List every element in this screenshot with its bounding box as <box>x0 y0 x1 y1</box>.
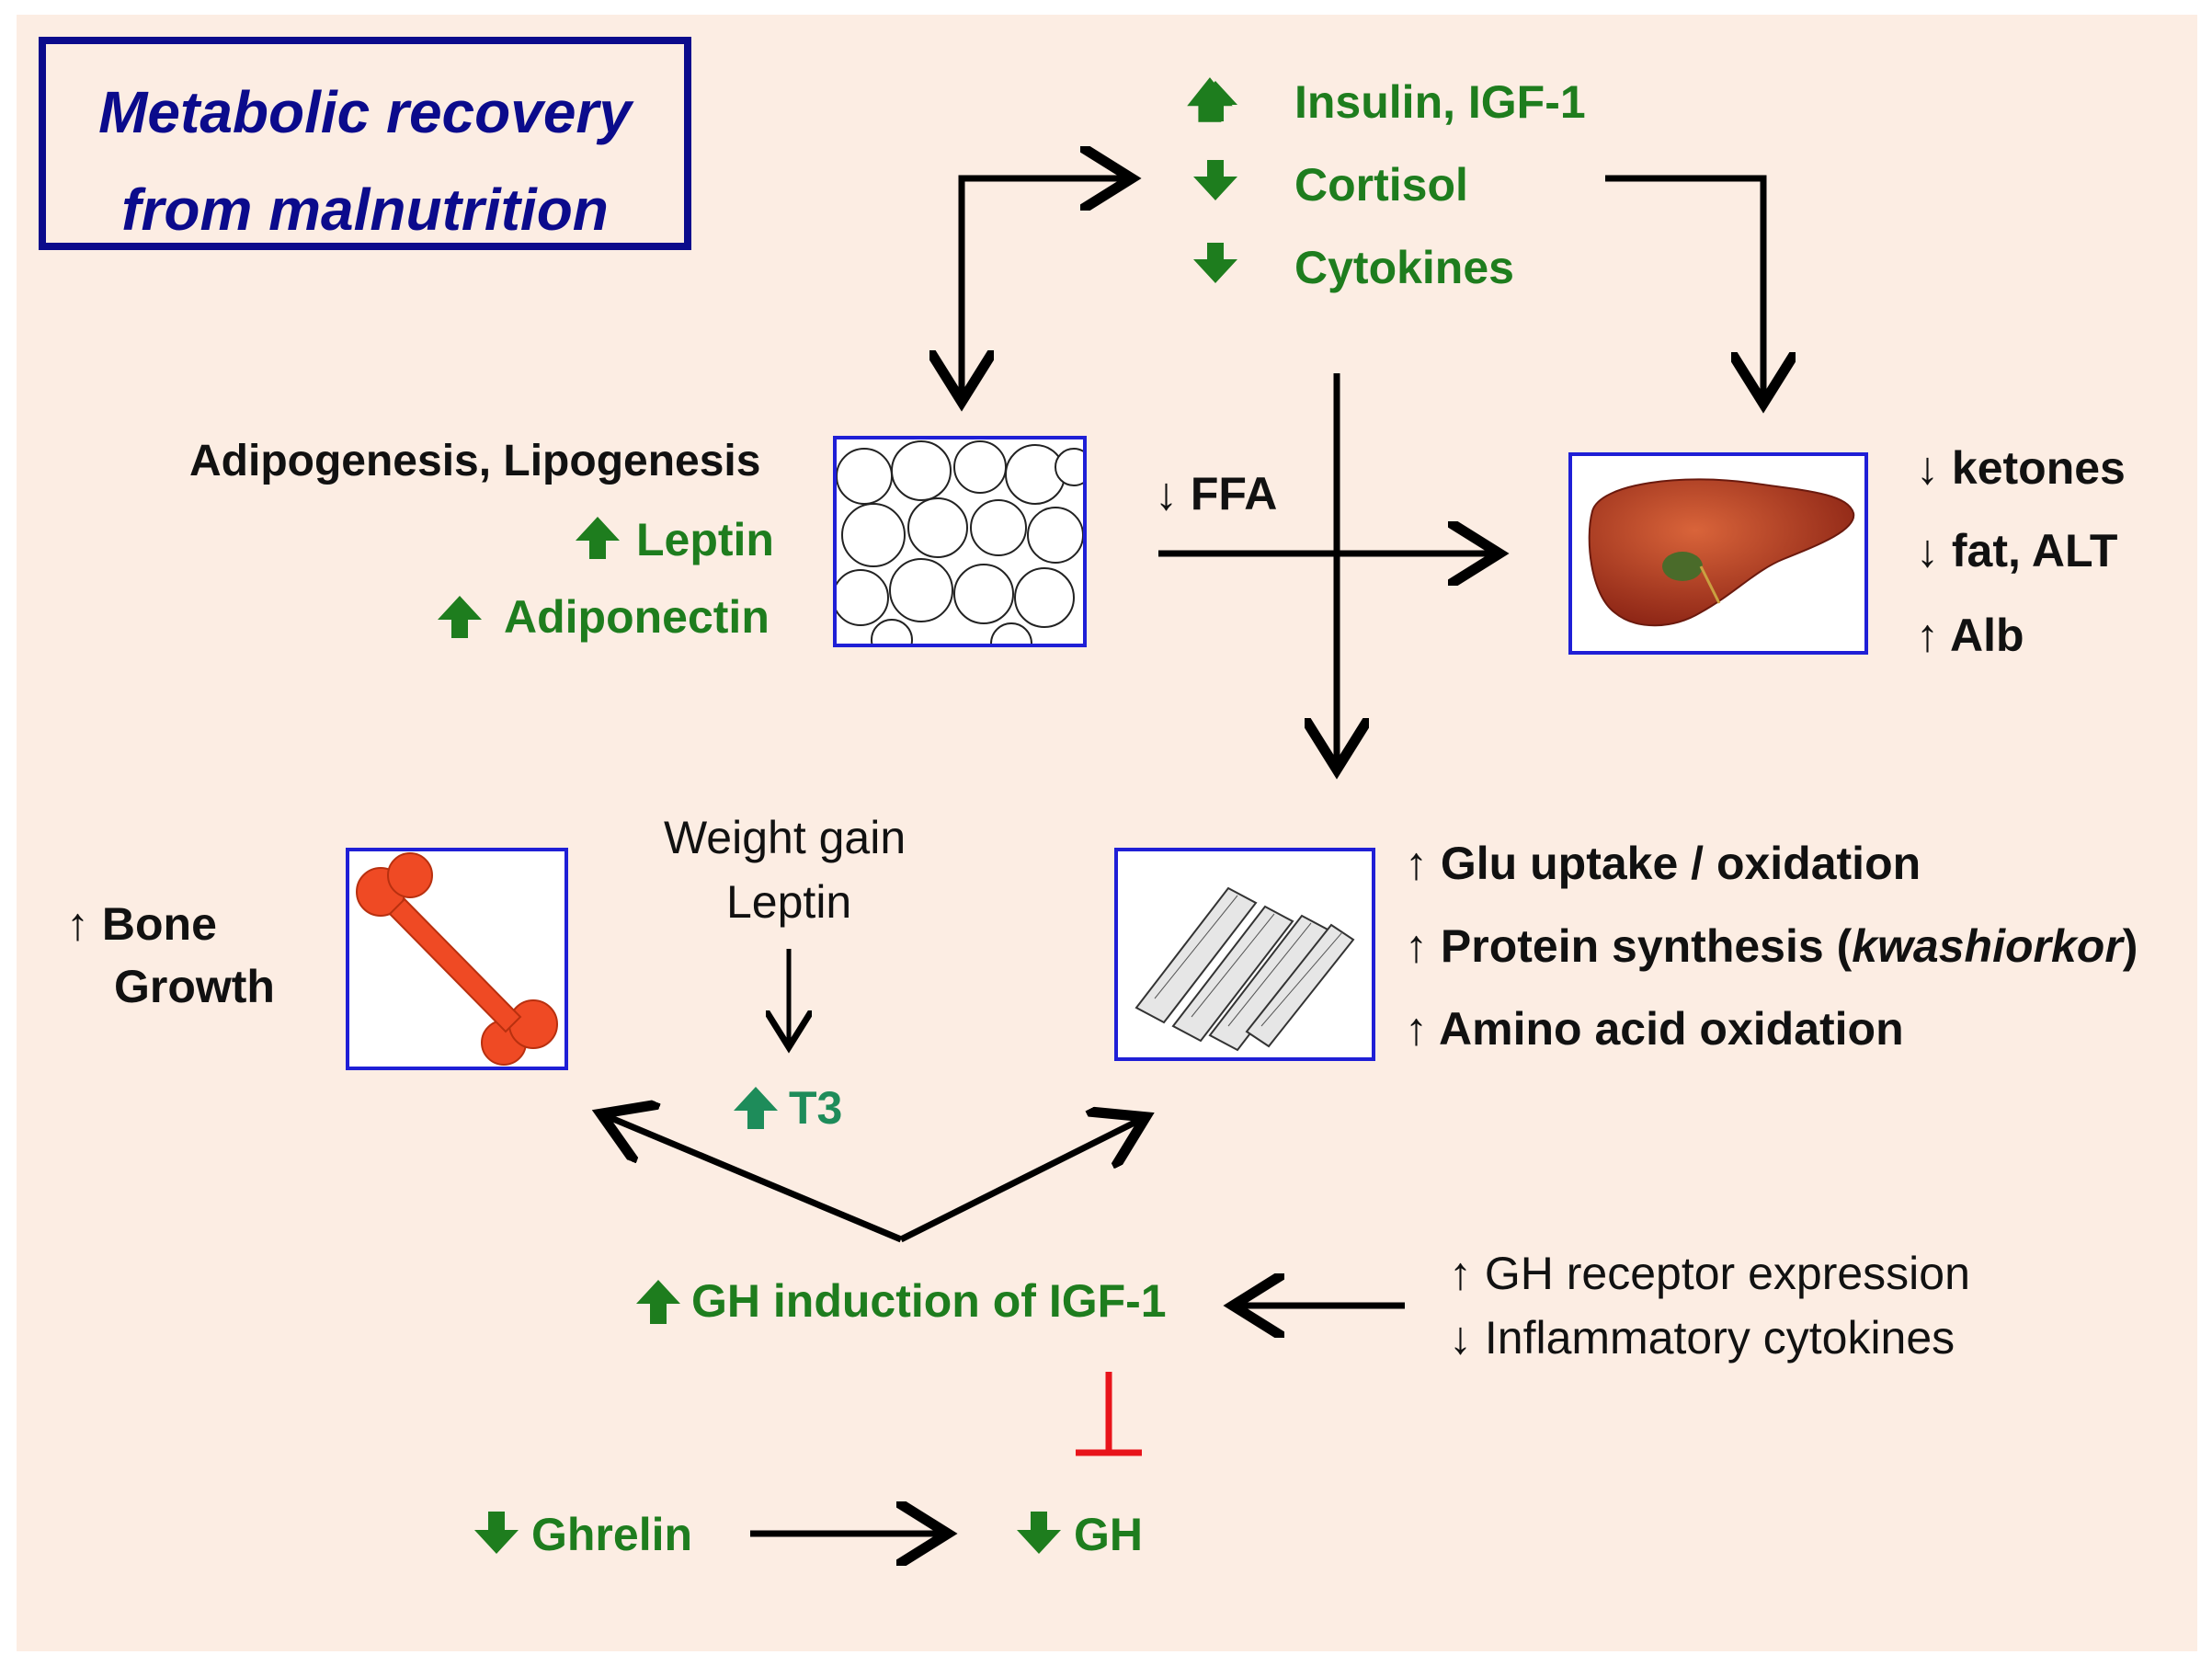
leptin-label: Leptin <box>636 514 774 565</box>
muscle-effect-protein-italic: kwashiorkor <box>1852 920 2123 972</box>
ghrelin-label: Ghrelin <box>531 1509 693 1560</box>
liver-icon <box>1588 478 1855 627</box>
adiponectin-label: Adiponectin <box>504 591 770 643</box>
title-line-2: from malnutrition <box>121 177 609 243</box>
muscle-effect-protein: ↑ Protein synthesis (kwashiorkor) <box>1405 923 2138 969</box>
hormone-cortisol-label: Cortisol <box>1294 159 1468 211</box>
bone-box <box>346 848 568 1070</box>
gh-induction-label: GH induction of IGF-1 <box>691 1275 1167 1327</box>
adipose-tissue-icon <box>837 440 1083 644</box>
arrow-hormones-to-adipose <box>962 175 1129 395</box>
muscle-tissue-box <box>1114 848 1375 1061</box>
liver-box <box>1568 452 1868 655</box>
title-box: Metabolic recovery from malnutrition <box>39 37 691 250</box>
bone-label-2: Growth <box>114 961 275 1012</box>
muscle-effect-protein-suffix: ) <box>2122 920 2138 972</box>
bone-icon <box>356 852 558 1066</box>
adipose-tissue-box <box>833 436 1087 647</box>
muscle-effect-glu: ↑ Glu uptake / oxidation <box>1405 838 1921 889</box>
arrow-hormones-to-liver <box>1605 175 1763 397</box>
weight-gain-label: Weight gain <box>664 812 906 863</box>
liver-effect-ketones: ↓ ketones <box>1916 442 2126 494</box>
green-arrow-icons <box>438 81 1237 1554</box>
muscle-effect-protein-prefix: ↑ Protein synthesis ( <box>1405 920 1853 972</box>
weight-gain-leptin-label: Leptin <box>726 876 852 928</box>
hormone-cytokines-label: Cytokines <box>1294 242 1514 293</box>
liver-effect-alb: ↑ Alb <box>1916 610 2024 661</box>
arrow-to-muscle <box>899 1120 1140 1243</box>
arrow-to-bone <box>607 1116 903 1243</box>
muscle-effect-amino: ↑ Amino acid oxidation <box>1405 1003 1904 1055</box>
muscle-tissue-icon <box>1135 886 1355 1052</box>
ffa-label: ↓ FFA <box>1155 468 1278 519</box>
inhibition-bar-icon <box>1076 1372 1142 1456</box>
adipose-heading: Adipogenesis, Lipogenesis <box>189 437 761 485</box>
hormone-insulin-label: Insulin, IGF-1 <box>1294 76 1586 128</box>
liver-effect-fat-alt: ↓ fat, ALT <box>1916 525 2118 576</box>
title-line-1: Metabolic recovery <box>98 79 632 145</box>
gh-receptor-label: ↑ GH receptor expression <box>1449 1248 1970 1299</box>
inflammatory-cytokines-label: ↓ Inflammatory cytokines <box>1449 1312 1955 1364</box>
t3-label: T3 <box>789 1082 843 1134</box>
gh-label: GH <box>1074 1509 1143 1560</box>
bone-label-1: ↑ Bone <box>66 898 217 950</box>
